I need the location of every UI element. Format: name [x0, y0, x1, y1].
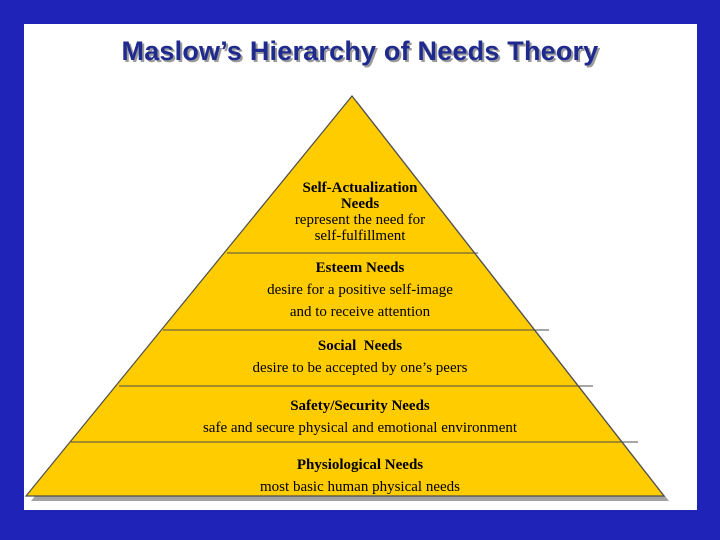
tier-self-actualization: Self-Actualization Needs represent the n… [60, 180, 660, 244]
tier-safety-desc: safe and secure physical and emotional e… [202, 420, 518, 436]
slide-title: Maslow’s Hierarchy of Needs Theory [121, 36, 599, 66]
pyramid-body [24, 95, 666, 497]
tier-self-actualization-name: Self-Actualization [302, 180, 418, 196]
tier-physiological-name: Physiological Needs [296, 457, 424, 473]
tier-esteem-desc: desire for a positive self-image [267, 282, 453, 298]
tier-safety-name: Safety/Security Needs [290, 398, 430, 414]
tier-self-actualization-name-line2: Needs [340, 196, 380, 212]
tier-self-actualization-desc: represent the need for [294, 212, 426, 228]
tier-self-actualization-desc-line2: self-fulfillment [314, 228, 406, 244]
tier-esteem-desc-line2: and to receive attention [289, 304, 431, 320]
tier-safety: Safety/Security Needs safe and secure ph… [60, 395, 660, 439]
tier-physiological-desc: most basic human physical needs [260, 479, 460, 495]
tier-social: Social Needs desire to be accepted by on… [60, 335, 660, 379]
tier-esteem: Esteem Needs desire for a positive self-… [60, 257, 660, 323]
tier-social-desc: desire to be accepted by one’s peers [252, 360, 468, 376]
tier-esteem-name: Esteem Needs [315, 260, 405, 276]
tier-physiological: Physiological Needs most basic human phy… [60, 454, 660, 498]
tier-social-name: Social Needs [317, 338, 403, 354]
